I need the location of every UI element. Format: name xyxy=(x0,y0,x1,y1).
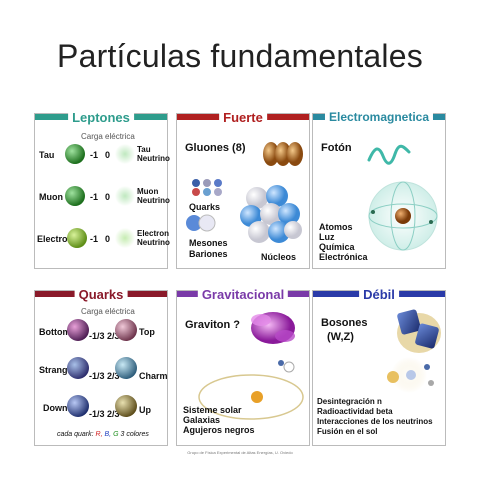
strange-quark xyxy=(67,357,89,379)
em-item-quimica: Química xyxy=(319,242,355,252)
fuerte-title: Fuerte xyxy=(219,110,267,125)
electron-particle xyxy=(67,228,87,248)
strange-charm-charges: -1/3 2/3 xyxy=(89,371,120,381)
footnote-prefix: cada quark: xyxy=(57,431,94,438)
grav-item-sisteme-solar: Sisteme solar xyxy=(183,405,242,415)
down-quark xyxy=(67,395,89,417)
down-up-charges: -1/3 2/3 xyxy=(89,409,120,419)
quarks-caption: Carga eléctrica xyxy=(81,307,135,316)
lepton-label-muon-neutrino: Muon Neutrino xyxy=(137,187,170,205)
quarks-panel: Quarks Carga eléctrica Bottom -1/3 2/3 T… xyxy=(34,287,168,446)
mesones-label: Mesones xyxy=(189,238,228,248)
em-item-luz: Luz xyxy=(319,232,335,242)
grav-items: Sisteme solar Galaxias Agujeros negros xyxy=(183,405,255,435)
debil-item-radioactividad: Radioactividad beta xyxy=(317,407,393,416)
electromagnetica-title: Electromagnetica xyxy=(324,110,434,124)
muon-charge: -1 xyxy=(90,192,99,202)
debil-title: Débil xyxy=(359,287,399,302)
gravitacional-panel: Gravitacional Graviton ? Sisteme solar G… xyxy=(176,287,310,446)
quark-color-footnote: cada quark: R, B, G 3 colores xyxy=(57,431,149,438)
electron-neutrino-particle xyxy=(115,228,135,248)
debil-panel: Débil Bosones (W,Z) Desintegración n Rad… xyxy=(312,287,446,446)
grav-item-galaxias: Galaxias xyxy=(183,415,221,425)
quark-label-down: Down xyxy=(43,403,68,413)
gluones-label: Gluones (8) xyxy=(185,142,246,154)
bariones-label: Bariones xyxy=(189,249,228,259)
bottom-quark xyxy=(67,319,89,341)
nucleus-illustration xyxy=(240,185,302,243)
debil-item-fusion: Fusión en el sol xyxy=(317,427,378,436)
electron-neutrino-charge: 0 xyxy=(105,234,111,244)
graviton-illustration xyxy=(251,312,295,344)
footer-credit: Grupo de Física Experimental de Altas En… xyxy=(187,450,293,455)
lepton-label-electron-neutrino: Electron Neutrino xyxy=(137,229,170,247)
leptones-caption: Carga eléctrica xyxy=(81,132,135,141)
foton-label: Fotón xyxy=(321,142,352,154)
leptones-panel: Leptones Carga eléctrica Tau -1 0 Tau Ne… xyxy=(34,110,170,269)
quark-label-bottom: Bottom xyxy=(39,327,71,337)
lepton-label-tau: Tau xyxy=(39,150,55,160)
quark-label-top: Top xyxy=(139,327,155,337)
quark-label-charm: Charm xyxy=(139,371,168,381)
lepton-label-tau-neutrino: Tau Neutrino xyxy=(137,145,170,163)
footnote-suffix: 3 colores xyxy=(120,431,149,438)
color-r: R, xyxy=(95,431,103,438)
leptones-title: Leptones xyxy=(68,110,134,125)
tau-neutrino-particle xyxy=(115,144,135,164)
nucleos-label: Núcleos xyxy=(261,252,297,262)
decay-illustration xyxy=(387,357,434,393)
tau-neutrino-charge: 0 xyxy=(105,150,111,160)
quark-triplet-icon xyxy=(192,179,222,196)
solar-system-illustration xyxy=(198,360,304,420)
em-item-electronica: Electrónica xyxy=(319,252,368,262)
top-quark xyxy=(115,319,137,341)
color-b: B, xyxy=(104,431,112,438)
up-quark xyxy=(115,395,137,417)
debil-item-desintegracion: Desintegración n xyxy=(317,397,382,406)
page-title: Partículas fundamentales xyxy=(57,38,423,74)
debil-item-neutrinos: Interacciones de los neutrinos xyxy=(317,417,433,426)
em-item-atomos: Atomos xyxy=(319,222,353,232)
muon-particle xyxy=(65,186,85,206)
electromagnetica-panel: Electromagnetica Fotón Atomos Luz Químic… xyxy=(312,110,446,269)
gluon-illustration xyxy=(263,142,303,166)
quarks-label: Quarks xyxy=(189,202,221,212)
graviton-label: Graviton ? xyxy=(185,319,241,331)
quark-label-up: Up xyxy=(139,405,151,415)
charm-quark xyxy=(115,357,137,379)
grav-item-agujeros-negros: Agujeros negros xyxy=(183,425,255,435)
lepton-label-electron: Electron xyxy=(37,234,74,244)
photon-wave-icon xyxy=(367,144,411,165)
quark-label-strange: Strange xyxy=(39,365,73,375)
meson-icon xyxy=(186,214,216,232)
lepton-label-muon: Muon xyxy=(39,192,63,202)
bottom-top-charges: -1/3 2/3 xyxy=(89,331,120,341)
em-items: Atomos Luz Química Electrónica xyxy=(319,222,368,262)
electron-charge: -1 xyxy=(90,234,99,244)
color-g: G xyxy=(113,431,119,438)
tau-charge: -1 xyxy=(90,150,99,160)
bosones-label: Bosones xyxy=(321,317,368,329)
muon-neutrino-particle xyxy=(115,186,135,206)
muon-neutrino-charge: 0 xyxy=(105,192,111,202)
tau-particle xyxy=(65,144,85,164)
fuerte-panel: Fuerte Gluones (8) Quarks Mesones Barion… xyxy=(176,110,310,269)
gravitacional-title: Gravitacional xyxy=(197,287,289,302)
quarks-title: Quarks xyxy=(74,287,128,302)
wz-label: (W,Z) xyxy=(327,331,354,343)
atom-illustration xyxy=(368,181,438,251)
debil-items: Desintegración n Radioactividad beta Int… xyxy=(317,397,433,437)
boson-illustration xyxy=(397,309,441,353)
